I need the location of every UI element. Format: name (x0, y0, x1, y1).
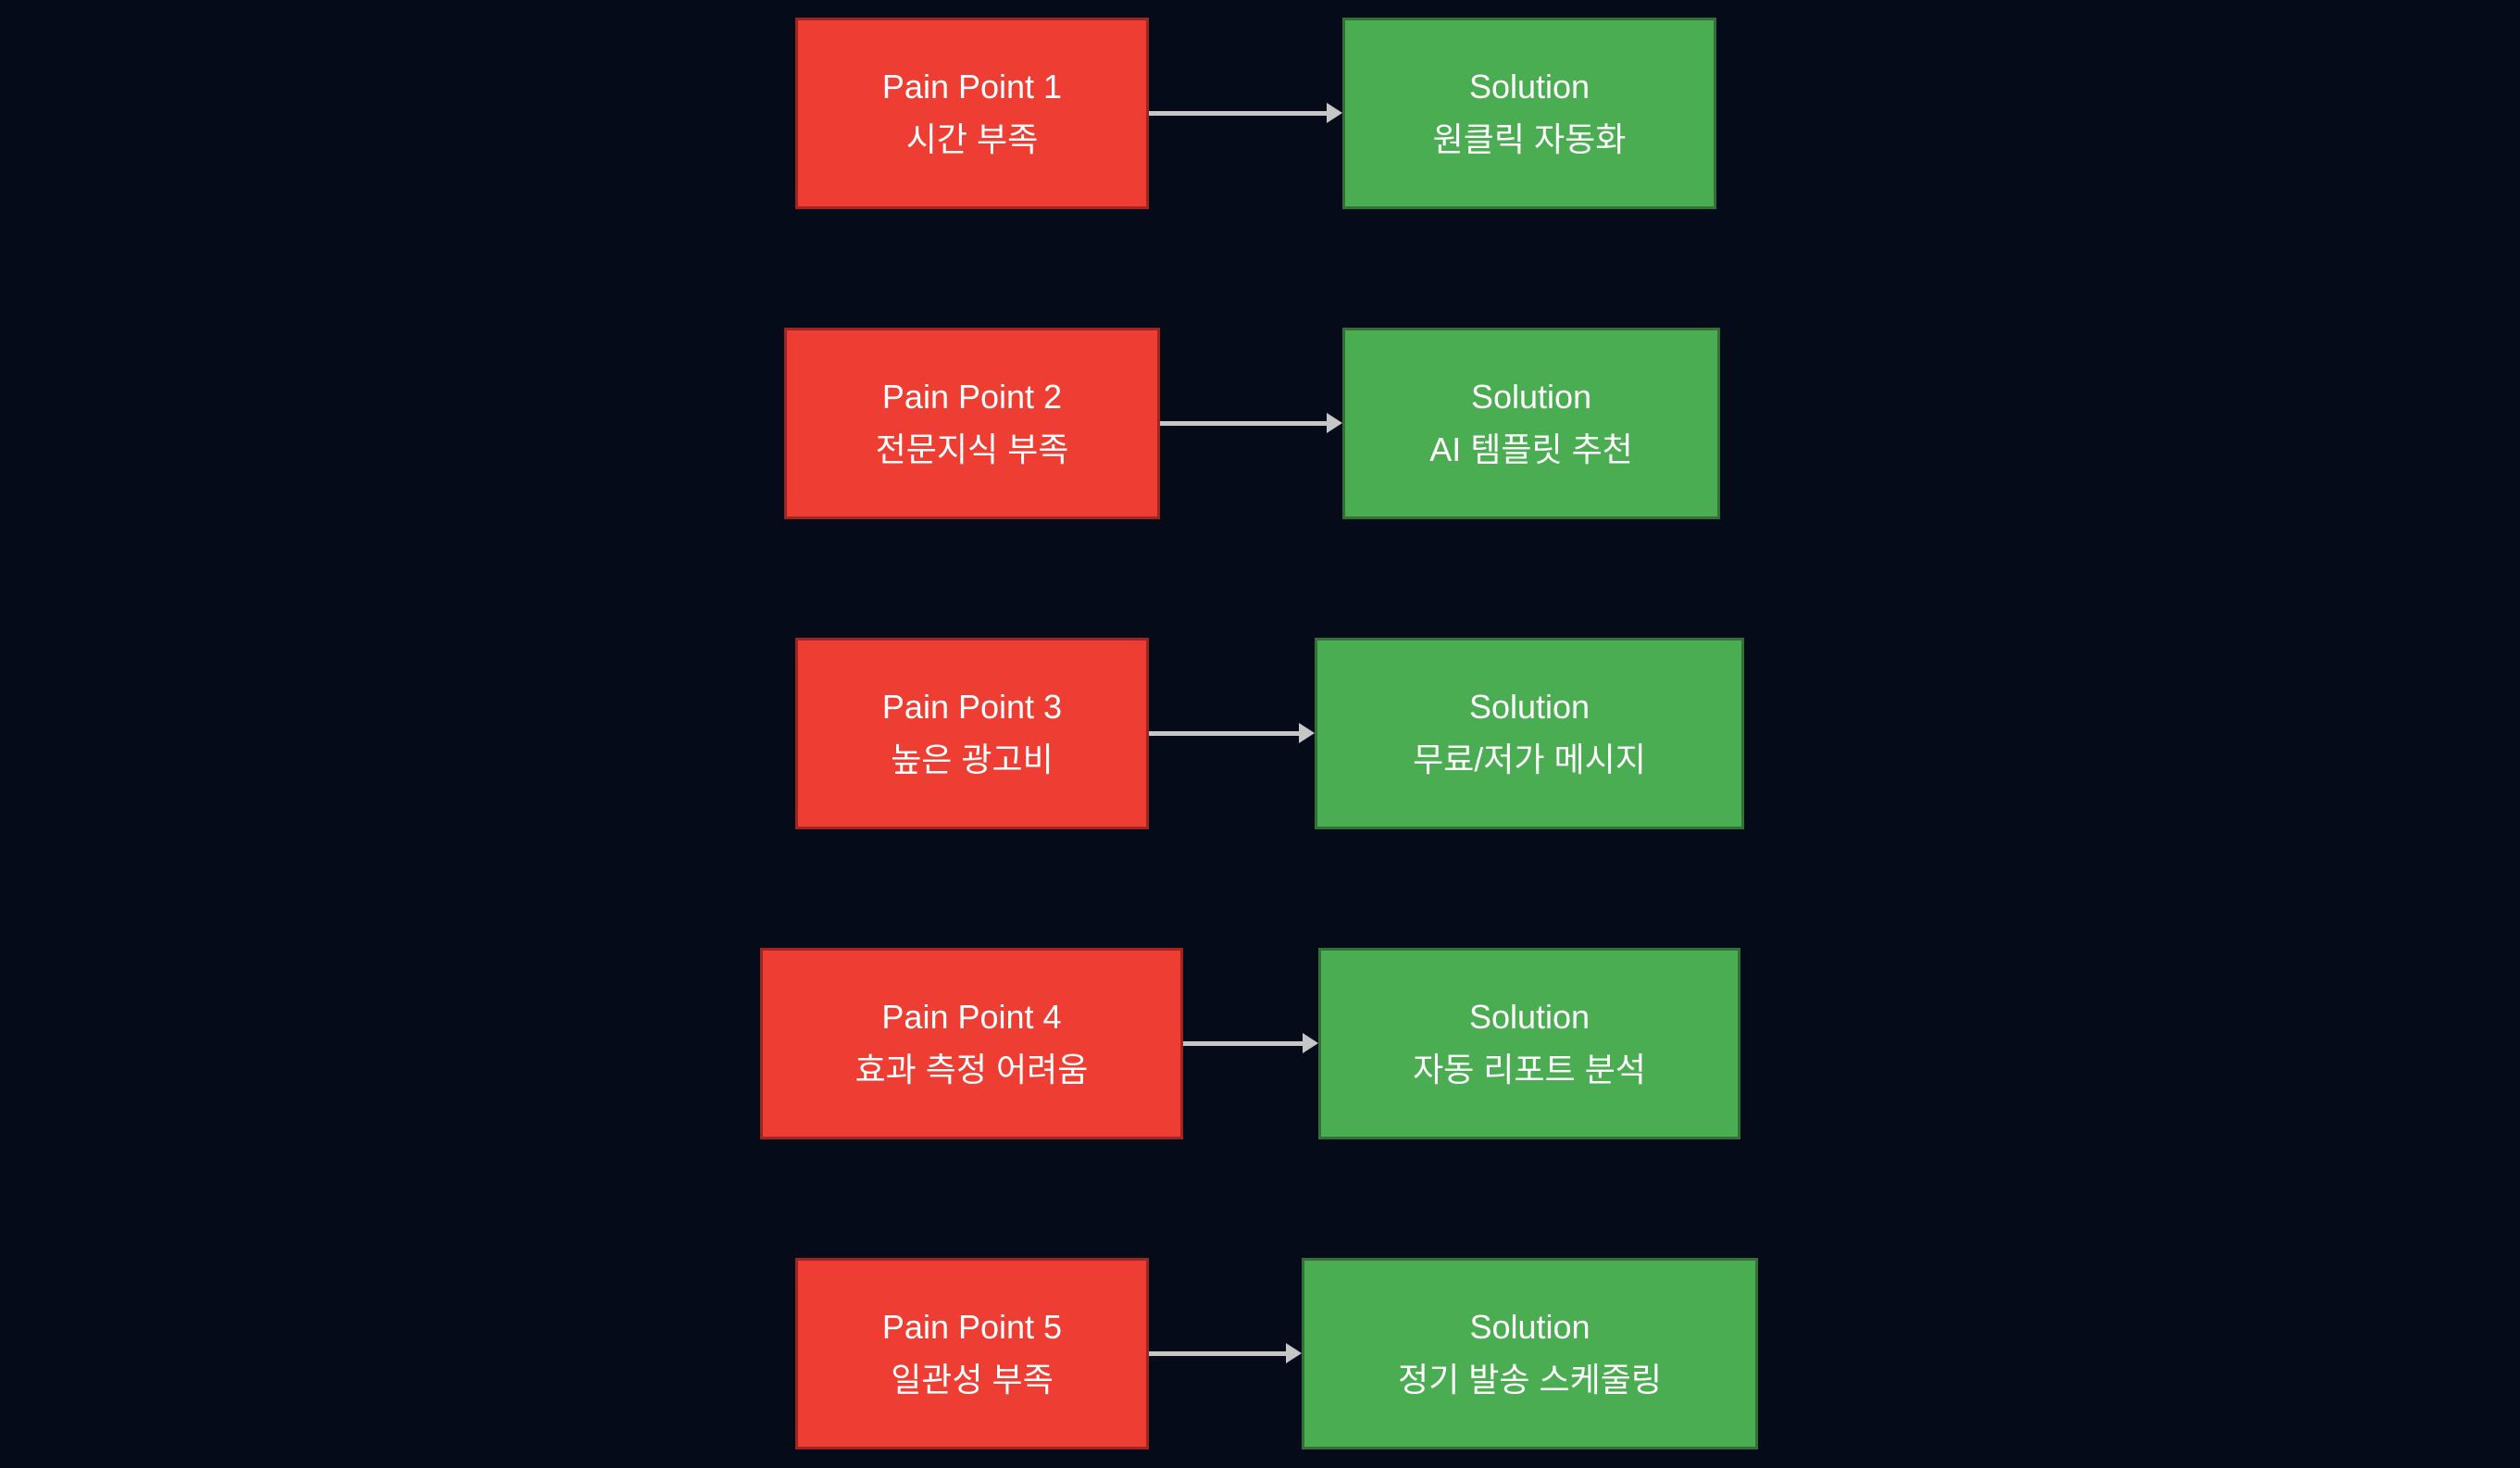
solution-2-subtitle: AI 템플릿 추천 (1429, 430, 1633, 468)
solution-4-box: Solution 자동 리포트 분석 (1318, 948, 1740, 1139)
arrow-right-icon (1160, 409, 1342, 437)
solution-2-title: Solution (1470, 378, 1592, 416)
pain-point-5-subtitle: 일관성 부족 (891, 1361, 1054, 1399)
arrow-right-icon (1149, 99, 1342, 127)
pain-point-3-title: Pain Point 3 (881, 688, 1063, 726)
pain-point-5-title: Pain Point 5 (881, 1308, 1063, 1346)
solution-4-title: Solution (1468, 998, 1591, 1036)
arrow-head (1327, 103, 1342, 123)
arrow-head (1303, 1033, 1318, 1053)
arrow-right-icon (1183, 1029, 1318, 1057)
pain-point-2-title: Pain Point 2 (881, 378, 1063, 416)
pain-point-1-subtitle: 시간 부족 (905, 120, 1039, 158)
arrow-head (1299, 723, 1315, 743)
pain-point-4-subtitle: 효과 측정 어려움 (855, 1051, 1089, 1089)
arrow-right-icon (1149, 719, 1315, 747)
solution-3-title: Solution (1468, 688, 1591, 726)
pain-point-3-box: Pain Point 3 높은 광고비 (795, 638, 1149, 829)
solution-1-title: Solution (1468, 68, 1591, 106)
solution-4-subtitle: 자동 리포트 분석 (1413, 1051, 1646, 1089)
arrow-shaft (1149, 730, 1301, 736)
arrow-head (1286, 1343, 1302, 1363)
pain-point-5-box: Pain Point 5 일관성 부족 (795, 1258, 1149, 1449)
pain-point-1-box: Pain Point 1 시간 부족 (795, 18, 1149, 209)
pain-point-2-box: Pain Point 2 전문지식 부족 (784, 328, 1160, 519)
solution-1-subtitle: 원클릭 자동화 (1432, 120, 1627, 158)
pain-point-3-subtitle: 높은 광고비 (891, 740, 1054, 778)
solution-1-box: Solution 원클릭 자동화 (1342, 18, 1716, 209)
pain-point-4-box: Pain Point 4 효과 측정 어려움 (760, 948, 1183, 1139)
pain-point-2-subtitle: 전문지식 부족 (875, 430, 1069, 468)
solution-5-title: Solution (1469, 1308, 1591, 1346)
solution-3-box: Solution 무료/저가 메시지 (1315, 638, 1744, 829)
arrow-shaft (1149, 110, 1329, 116)
solution-5-box: Solution 정기 발송 스케줄링 (1302, 1258, 1758, 1449)
arrow-head (1327, 413, 1342, 433)
arrow-shaft (1183, 1040, 1304, 1046)
solution-2-box: Solution AI 템플릿 추천 (1342, 328, 1720, 519)
arrow-right-icon (1149, 1339, 1302, 1367)
arrow-shaft (1160, 420, 1329, 426)
arrow-shaft (1149, 1350, 1288, 1356)
solution-3-subtitle: 무료/저가 메시지 (1413, 740, 1646, 778)
solution-5-subtitle: 정기 발송 스케줄링 (1398, 1361, 1662, 1399)
pain-point-4-title: Pain Point 4 (881, 998, 1062, 1036)
pain-point-1-title: Pain Point 1 (881, 68, 1063, 106)
